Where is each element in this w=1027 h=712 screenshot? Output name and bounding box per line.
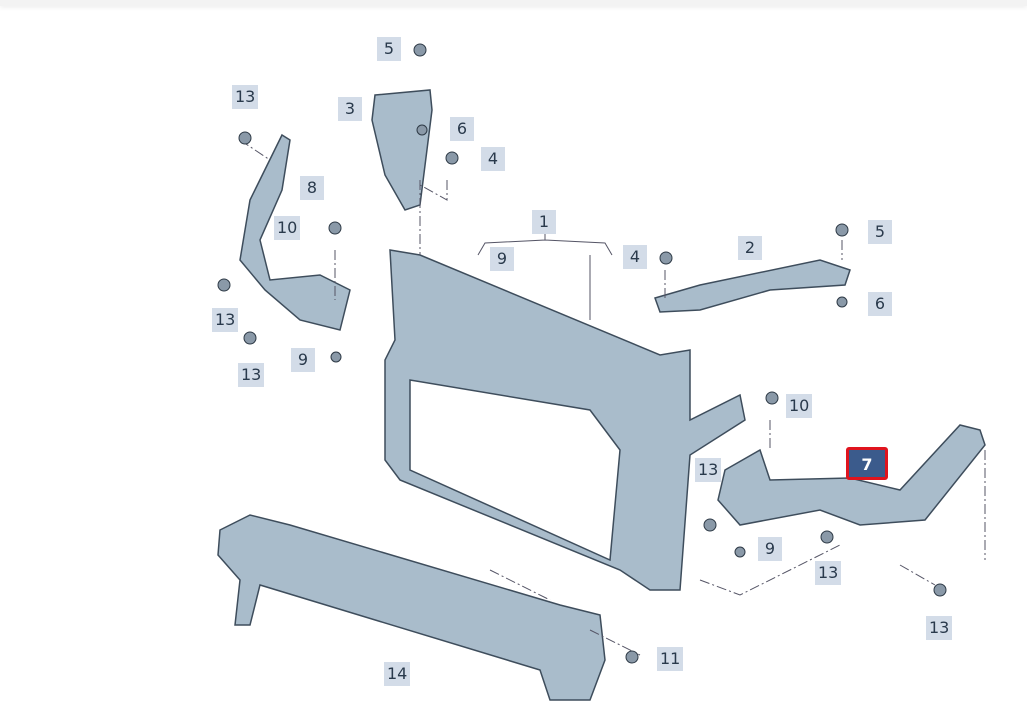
part-label-14[interactable]: 14 (384, 662, 411, 686)
part-label-13[interactable]: 13 (695, 458, 722, 482)
bolt-icon (330, 351, 342, 363)
part-label-7-highlighted[interactable]: 7 (846, 447, 888, 480)
part-radiator-support (384, 249, 746, 591)
part-label-9[interactable]: 9 (490, 247, 514, 271)
part-label-6[interactable]: 6 (868, 292, 892, 316)
part-bracket-8 (239, 133, 351, 331)
bolt-icon (328, 221, 342, 235)
top-bar (0, 0, 1027, 6)
part-bracket-3 (371, 89, 433, 211)
bolt-icon (238, 131, 252, 145)
bolt-icon (625, 650, 639, 664)
part-label-9[interactable]: 9 (291, 348, 315, 372)
part-label-13[interactable]: 13 (815, 561, 842, 585)
part-bracket-2 (654, 259, 851, 313)
bolt-icon (659, 251, 673, 265)
part-label-4[interactable]: 4 (481, 147, 505, 171)
bolt-icon (243, 331, 257, 345)
bolt-icon (820, 530, 834, 544)
bolt-icon (445, 151, 459, 165)
part-label-10[interactable]: 10 (274, 216, 301, 240)
part-label-5[interactable]: 5 (868, 220, 892, 244)
part-label-4[interactable]: 4 (623, 245, 647, 269)
part-label-10[interactable]: 10 (786, 394, 813, 418)
part-label-1[interactable]: 1 (532, 210, 556, 234)
part-bumper-beam (217, 514, 606, 701)
part-label-11[interactable]: 11 (657, 647, 684, 671)
part-label-6[interactable]: 6 (450, 117, 474, 141)
bolt-icon (836, 296, 848, 308)
part-label-3[interactable]: 3 (338, 97, 362, 121)
part-label-8[interactable]: 8 (300, 176, 324, 200)
part-label-5[interactable]: 5 (377, 37, 401, 61)
bolt-icon (765, 391, 779, 405)
bolt-icon (835, 223, 849, 237)
part-label-2[interactable]: 2 (738, 236, 762, 260)
bolt-icon (416, 124, 428, 136)
part-label-13[interactable]: 13 (232, 85, 259, 109)
bolt-icon (217, 278, 231, 292)
bolt-icon (734, 546, 746, 558)
part-label-13[interactable]: 13 (926, 616, 953, 640)
bolt-icon (933, 583, 947, 597)
bolt-icon (703, 518, 717, 532)
part-label-9[interactable]: 9 (758, 537, 782, 561)
part-bracket-7 (717, 424, 986, 526)
bolt-icon (413, 43, 427, 57)
part-label-13[interactable]: 13 (212, 308, 239, 332)
part-label-13[interactable]: 13 (238, 363, 265, 387)
